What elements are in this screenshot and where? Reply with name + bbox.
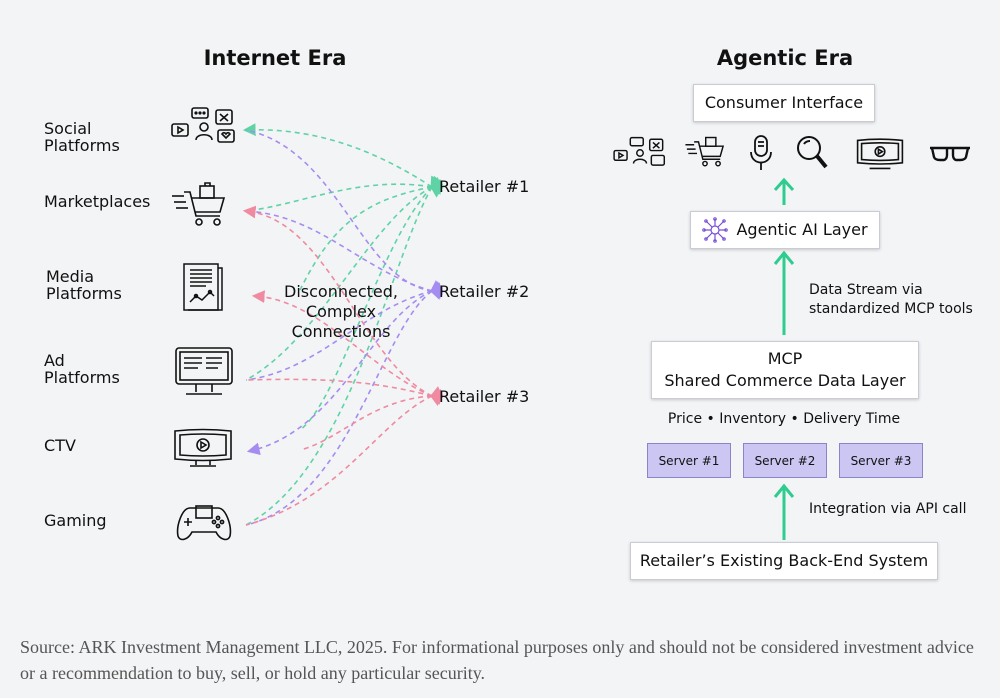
- channel-label-marketplaces: Marketplaces: [44, 192, 151, 211]
- channel-label-gaming: Gaming: [44, 511, 107, 530]
- source-note: Source: ARK Investment Management LLC, 2…: [20, 637, 974, 683]
- link-r1-media: [299, 178, 443, 291]
- link-r3-gaming: [245, 386, 444, 526]
- integration-note: Integration via API call: [809, 501, 967, 517]
- tv-play-icon: [856, 138, 904, 170]
- mcp-subtitle: Shared Commerce Data Layer: [664, 371, 906, 390]
- microphone-icon: [750, 135, 772, 170]
- link-r3-marketplaces: [242, 205, 444, 407]
- agentic-era-title: Agentic Era: [716, 46, 854, 70]
- tv-play-icon: [174, 428, 232, 467]
- gamepad-icon: [176, 505, 232, 541]
- channel-label-ad: Ad Platforms: [44, 351, 120, 387]
- consumer-interface-box: Consumer Interface: [693, 84, 875, 122]
- link-r3-ctv: [299, 388, 442, 451]
- link-r1-marketplaces: [245, 182, 443, 212]
- retailer-1-label: Retailer #1: [439, 177, 530, 196]
- disconnected-connections-label: Disconnected, Complex Connections: [284, 282, 398, 341]
- channel-label-social: Social Platforms: [44, 119, 120, 155]
- retailer-3-label: Retailer #3: [439, 387, 530, 406]
- glasses-icon: [930, 146, 970, 162]
- agentic-ai-layer-box: Agentic AI Layer: [690, 211, 880, 249]
- neural-network-icon: [702, 217, 729, 243]
- magnifier-icon: [797, 136, 828, 169]
- link-r2-social: [245, 129, 443, 299]
- agentic-ai-layer-label: Agentic AI Layer: [736, 220, 868, 239]
- link-r1-social: [242, 123, 444, 198]
- arrow-to-servers: [773, 483, 795, 540]
- retailer-2-label: Retailer #2: [439, 282, 530, 301]
- mcp-title: MCP: [767, 349, 803, 368]
- arrow-to-agentic: [773, 250, 795, 335]
- data-stream-note: Data Stream via standardized MCP tools: [809, 282, 973, 317]
- server-3-box: Server #3: [839, 443, 923, 478]
- social-icons-cluster-icon: [613, 136, 666, 166]
- arrow-to-consumer: [773, 177, 795, 205]
- server-2-box: Server #2: [743, 443, 827, 478]
- monitor-icon: [175, 347, 233, 395]
- mcp-box: MCP Shared Commerce Data Layer: [651, 341, 919, 399]
- shopping-cart-icon: [172, 182, 226, 226]
- backend-system-box: Retailer’s Existing Back-End System: [630, 542, 938, 580]
- server-1-box: Server #1: [647, 443, 731, 478]
- link-r3-ad: [245, 378, 443, 405]
- social-icons-cluster-icon: [171, 107, 235, 143]
- link-r1-gaming: [245, 175, 443, 526]
- document-chart-icon: [183, 263, 223, 311]
- attributes-label: Price • Inventory • Delivery Time: [667, 411, 901, 427]
- channel-label-media: Media Platforms: [46, 267, 122, 303]
- shopping-cart-icon: [685, 136, 725, 167]
- link-r3-media: [251, 290, 433, 397]
- internet-era-title: Internet Era: [203, 46, 347, 70]
- channel-label-ctv: CTV: [44, 436, 76, 455]
